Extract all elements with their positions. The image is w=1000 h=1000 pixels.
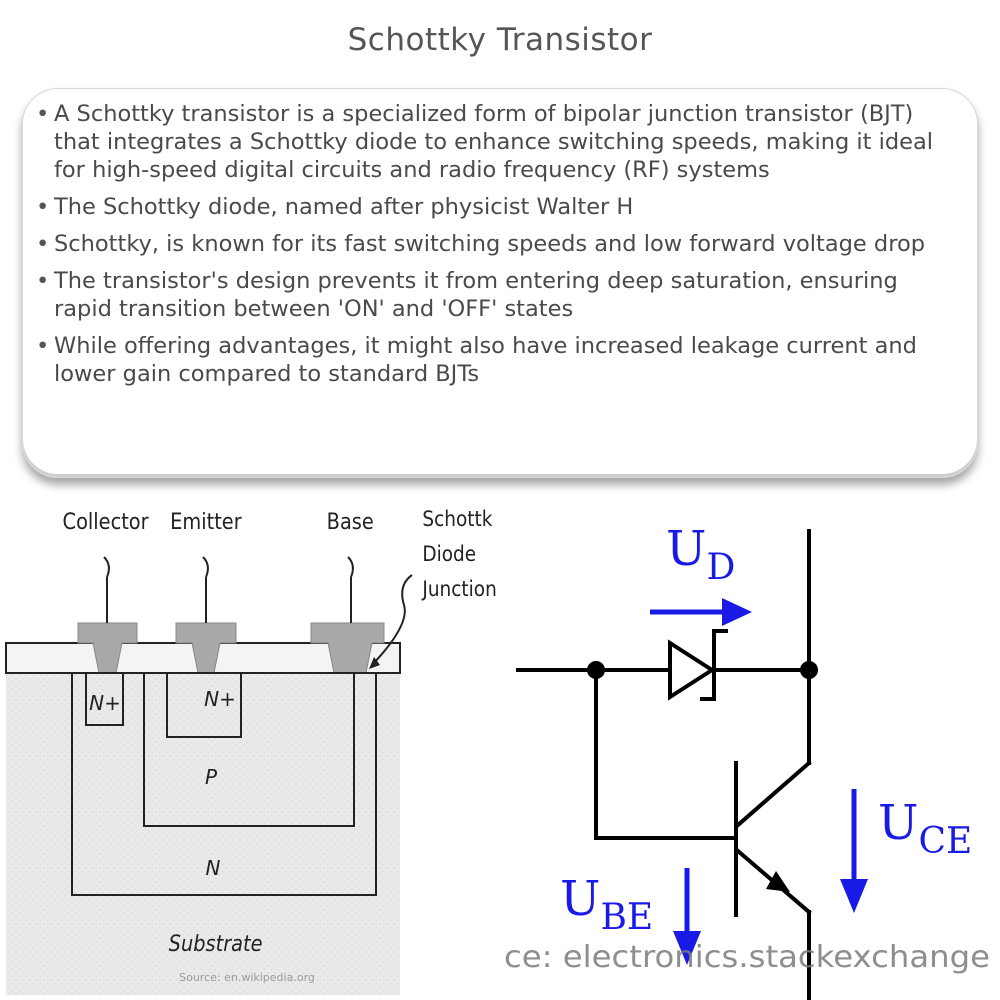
circuit-diagram: UD UCE UBE ce: electronics.stackexchange: [504, 521, 990, 1000]
collector-label: Collector: [63, 509, 150, 534]
bullet-item: •The transistor's design prevents it fro…: [30, 267, 960, 323]
schottky-label-line2: Diode: [422, 542, 476, 566]
schottky-label-line1: Schottk: [422, 507, 493, 531]
bullet-item: •A Schottky transistor is a specialized …: [30, 100, 960, 184]
bullet-dot-icon: •: [36, 333, 50, 359]
n-plus-emitter-label: N+: [204, 687, 236, 711]
n-region-label: N: [206, 856, 221, 880]
bullet-text: A Schottky transistor is a specialized f…: [54, 101, 934, 183]
bullet-dot-icon: •: [36, 101, 50, 127]
bullet-list: •A Schottky transistor is a specialized …: [30, 100, 960, 397]
n-plus-collector-label: N+: [89, 691, 121, 715]
bullet-text: While offering advantages, it might also…: [54, 333, 917, 387]
emitter-label: Emitter: [170, 509, 242, 534]
ud-label: UD: [666, 521, 735, 588]
ube-label: UBE: [560, 871, 653, 938]
bullet-dot-icon: •: [36, 194, 50, 220]
bullet-dot-icon: •: [36, 231, 50, 257]
bullet-item: •While offering advantages, it might als…: [30, 332, 960, 388]
bullet-text: The transistor's design prevents it from…: [54, 268, 898, 322]
ud-arrowhead-icon: [722, 598, 752, 626]
p-region: [143, 672, 355, 827]
bullet-item: •The Schottky diode, named after physici…: [30, 193, 960, 221]
diode-triangle-icon: [668, 639, 716, 701]
page-title: Schottky Transistor: [347, 22, 653, 58]
bullet-text: Schottky, is known for its fast switchin…: [54, 231, 926, 257]
source-credit: Source: en.wikipedia.org: [179, 971, 315, 984]
schottky-pointer: [371, 574, 413, 666]
ud-label-main: U: [666, 521, 706, 577]
uce-label-main: U: [878, 795, 918, 851]
schottky-label-line3: Junction: [421, 577, 497, 601]
base-label: Base: [327, 509, 374, 534]
bullet-dot-icon: •: [36, 268, 50, 294]
source-watermark: ce: electronics.stackexchange: [504, 940, 990, 975]
bullet-item: •Schottky, is known for its fast switchi…: [30, 230, 960, 258]
emitter-arrowhead-icon: [766, 871, 790, 892]
base-wire-curl: [347, 556, 354, 578]
schottky-pointer-arrowhead-icon: [369, 657, 380, 669]
collector-wire-curl: [103, 556, 110, 578]
bullet-card: [22, 88, 978, 478]
bullet-text: The Schottky diode, named after physicis…: [54, 194, 634, 220]
ube-label-sub: BE: [600, 897, 653, 938]
cross-section-diagram: Collector Emitter Base Schottk Diode Jun…: [5, 507, 497, 995]
ube-label-main: U: [560, 871, 600, 927]
uce-label: UCE: [878, 795, 972, 862]
ud-label-sub: D: [706, 547, 735, 588]
uce-arrowhead-icon: [840, 879, 868, 913]
ube-arrowhead-icon: [673, 931, 701, 965]
junction-dot-left: [587, 661, 605, 679]
uce-label-sub: CE: [918, 821, 972, 862]
collector-diagonal: [735, 760, 812, 828]
junction-dot-right: [800, 661, 818, 679]
n-plus-collector-region: [85, 672, 124, 726]
n-plus-emitter-region: [166, 672, 242, 738]
substrate-label: Substrate: [169, 931, 263, 956]
diode-schottky-bar-icon: [700, 629, 728, 701]
p-region-label: P: [205, 765, 218, 789]
emitter-wire-curl: [202, 556, 209, 578]
